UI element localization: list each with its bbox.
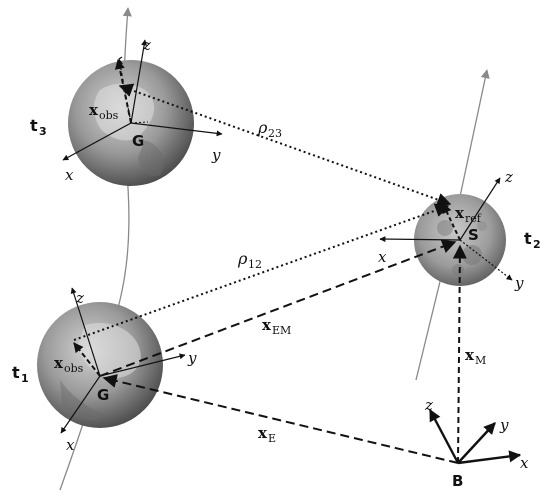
svg-text:ref: ref	[465, 212, 482, 225]
label-t2: t 2	[524, 229, 541, 251]
axis-y-t3: y	[211, 146, 221, 164]
svg-text:2: 2	[533, 238, 541, 251]
svg-text:obs: obs	[99, 109, 119, 122]
svg-text:E: E	[268, 432, 276, 445]
label-rho12: ρ 12	[237, 249, 262, 271]
svg-text:ρ: ρ	[237, 249, 248, 268]
axis-y-t1: y	[187, 349, 197, 367]
earth-globe-t1	[37, 302, 163, 428]
label-B: B	[452, 472, 463, 490]
axis-x-moon: x	[378, 248, 387, 266]
xM-line	[452, 244, 467, 464]
label-S: S	[468, 226, 479, 244]
xobs-t1-arrow	[73, 342, 101, 377]
svg-text:M: M	[475, 354, 486, 367]
svg-text:x: x	[262, 316, 272, 334]
xE-line	[102, 374, 459, 464]
label-xM: x M	[465, 346, 486, 367]
svg-text:ρ: ρ	[257, 118, 268, 137]
label-xE: x E	[258, 424, 276, 445]
svg-text:x: x	[455, 204, 465, 222]
label-t1: t 1	[12, 363, 29, 385]
axis-z-t1: z	[75, 289, 84, 307]
axes-moon	[379, 177, 513, 281]
axis-z-t3: z	[142, 36, 151, 54]
svg-text:x: x	[54, 354, 64, 372]
label-xEM: x EM	[262, 316, 291, 337]
axis-x-B: x	[520, 454, 529, 472]
svg-text:x: x	[258, 424, 268, 442]
svg-text:x: x	[89, 101, 99, 119]
rho23-line	[118, 83, 452, 207]
svg-text:t: t	[30, 116, 38, 135]
svg-text:1: 1	[21, 372, 29, 385]
svg-text:3: 3	[39, 125, 47, 138]
svg-text:t: t	[12, 363, 20, 382]
axes-t1	[60, 287, 186, 434]
axis-y-B: y	[499, 416, 509, 434]
svg-text:t: t	[524, 229, 532, 248]
svg-text:x: x	[465, 346, 475, 364]
axis-x-t1: x	[66, 436, 75, 454]
label-xobs-t1: x obs	[54, 354, 84, 375]
label-G-t3: G	[132, 132, 144, 150]
label-G-t1: G	[97, 386, 109, 404]
rho12-line	[73, 203, 450, 341]
label-xref: x ref	[455, 204, 482, 225]
xEM-line	[99, 239, 457, 377]
label-rho23: ρ 23	[257, 118, 282, 140]
svg-text:EM: EM	[272, 324, 291, 337]
axis-z-B: z	[424, 396, 433, 414]
axis-z-moon: z	[504, 168, 513, 186]
label-xobs-t3: x obs	[89, 101, 119, 122]
svg-text:12: 12	[248, 258, 262, 271]
axes-barycenter	[428, 408, 522, 465]
axis-x-t3: x	[65, 166, 74, 184]
svg-text:obs: obs	[64, 362, 84, 375]
label-t3: t 3	[30, 116, 47, 138]
axis-y-moon: y	[514, 274, 524, 292]
svg-text:23: 23	[268, 127, 282, 140]
